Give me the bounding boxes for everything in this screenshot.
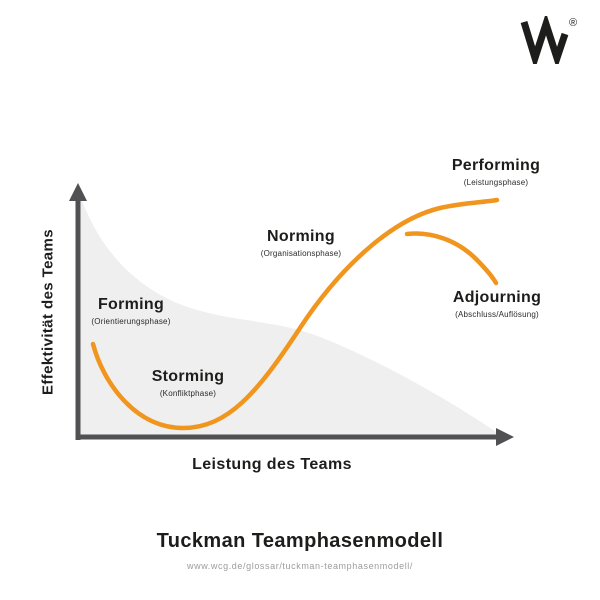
brand-logo: ®: [520, 16, 578, 64]
x-axis-label: Leistung des Teams: [192, 456, 352, 473]
effectiveness-area: [79, 192, 502, 436]
phase-label-performing: Performing (Leistungsphase): [452, 157, 540, 187]
phase-label-norming: Norming (Organisationsphase): [261, 228, 341, 258]
w-logo-icon: [520, 16, 569, 64]
source-url: www.wcg.de/glossar/tuckman-teamphasenmod…: [187, 561, 413, 571]
y-axis-label: Effektivität des Teams: [39, 228, 57, 396]
registered-mark: ®: [569, 17, 577, 29]
phase-name: Performing: [451, 157, 541, 174]
phase-name: Adjourning: [452, 289, 542, 306]
phase-subtitle: (Konfliktphase): [159, 388, 217, 398]
phase-subtitle: (Leistungsphase): [463, 177, 529, 187]
phase-label-forming: Forming (Orientierungsphase): [91, 296, 170, 326]
diagram-title: Tuckman Teamphasenmodell: [156, 530, 444, 552]
phase-subtitle: (Abschluss/Auflösung): [455, 309, 539, 319]
adjourning-curve: [404, 231, 499, 286]
y-axis-arrow-icon: [69, 183, 87, 201]
phase-name: Norming: [267, 228, 335, 245]
phase-curve: [90, 197, 500, 431]
phase-label-storming: Storming (Konfliktphase): [152, 368, 225, 398]
phase-subtitle: (Organisationsphase): [260, 248, 342, 258]
x-axis-arrow-icon: [496, 428, 514, 446]
phase-name: Forming: [97, 296, 165, 313]
phase-label-adjourning: Adjourning (Abschluss/Auflösung): [453, 289, 541, 319]
footer: Tuckman Teamphasenmodell www.wcg.de/glos…: [0, 530, 600, 571]
phase-subtitle: (Orientierungsphase): [91, 316, 171, 326]
phase-name: Storming: [151, 368, 225, 385]
